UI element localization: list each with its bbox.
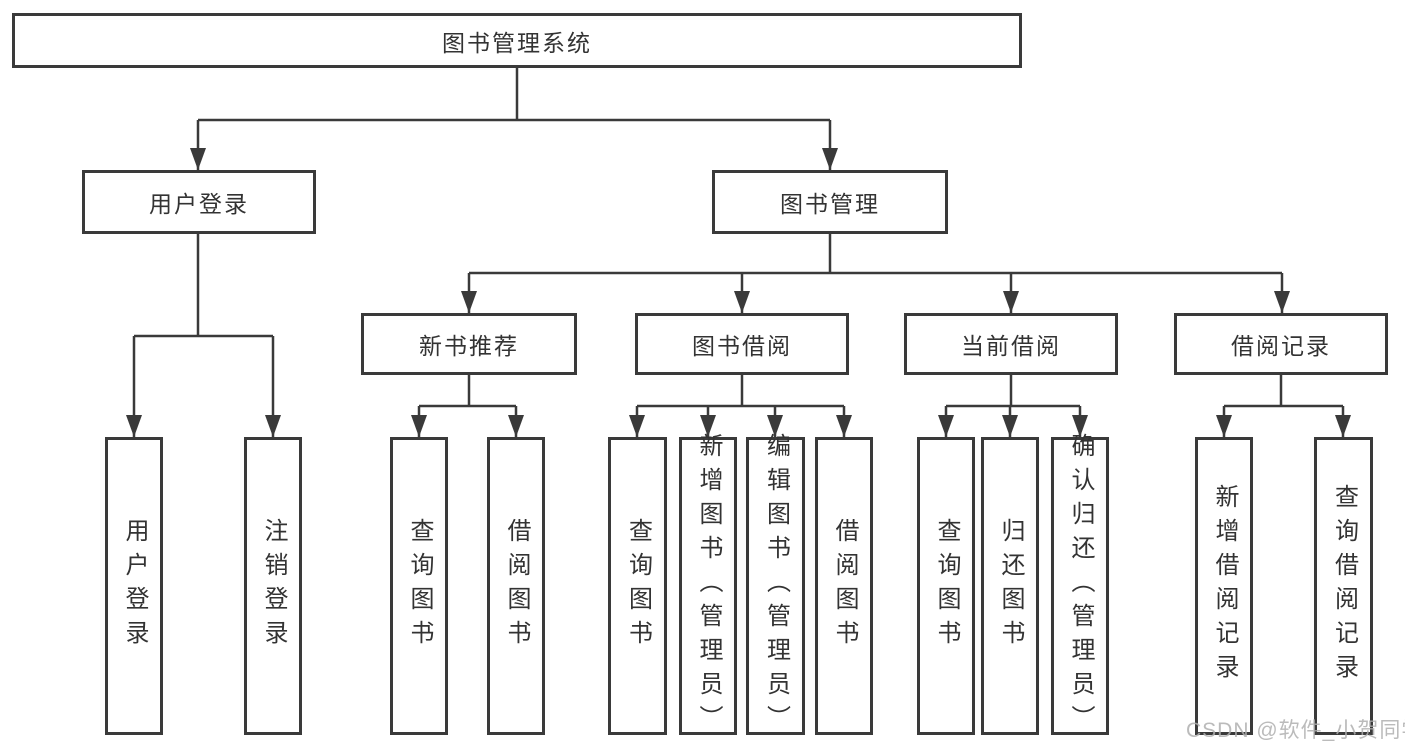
leaf-newbook-borrow-books: 借阅图书 [487,437,545,735]
node-book-management: 图书管理 [712,170,948,234]
node-book-management-label: 图书管理 [780,191,880,217]
node-user-login: 用户登录 [82,170,316,234]
leaf-logout: 注销登录 [244,437,302,735]
leaf-current-query-books: 查询图书 [917,437,975,735]
leaf-newbook-borrow-books-label: 借阅图书 [503,518,530,654]
leaf-logout-label: 注销登录 [260,518,287,654]
node-new-book-recommend: 新书推荐 [361,313,577,375]
leaf-user-login: 用户登录 [105,437,163,735]
node-root: 图书管理系统 [12,13,1022,68]
leaf-borrowing-edit-books-admin: 编辑图书（管理员） [746,433,805,739]
leaf-borrowing-add-books-admin: 新增图书（管理员） [679,433,737,739]
leaf-borrowing-borrow-books: 借阅图书 [815,437,873,735]
leaf-records-add-record-label: 新增借阅记录 [1211,484,1238,688]
node-borrowing-records: 借阅记录 [1174,313,1388,375]
leaf-current-confirm-return-admin: 确认归还（管理员） [1051,433,1109,739]
node-book-borrowing-label: 图书借阅 [692,333,792,359]
leaf-current-query-books-label: 查询图书 [933,518,960,654]
leaf-current-return-books-label: 归还图书 [997,518,1024,654]
leaf-borrowing-edit-books-admin-label: 编辑图书（管理员） [762,433,790,739]
leaf-current-confirm-return-admin-label: 确认归还（管理员） [1067,433,1094,739]
leaf-records-add-record: 新增借阅记录 [1195,437,1253,735]
node-borrowing-records-label: 借阅记录 [1231,333,1331,359]
leaf-borrowing-add-books-admin-label: 新增图书（管理员） [695,433,722,739]
leaf-records-query-record: 查询借阅记录 [1314,437,1373,735]
node-new-book-recommend-label: 新书推荐 [419,333,519,359]
leaf-records-query-record-label: 查询借阅记录 [1330,484,1358,688]
node-user-login-label: 用户登录 [149,191,249,217]
leaf-current-return-books: 归还图书 [981,437,1039,735]
node-current-borrowing: 当前借阅 [904,313,1118,375]
node-root-label: 图书管理系统 [442,29,592,56]
leaf-borrowing-query-books: 查询图书 [608,437,667,735]
leaf-newbook-query-books: 查询图书 [390,437,448,735]
leaf-borrowing-borrow-books-label: 借阅图书 [831,518,858,654]
leaf-borrowing-query-books-label: 查询图书 [624,518,652,654]
node-current-borrowing-label: 当前借阅 [961,333,1061,359]
node-book-borrowing: 图书借阅 [635,313,849,375]
leaf-user-login-label: 用户登录 [121,518,148,654]
leaf-newbook-query-books-label: 查询图书 [406,518,433,654]
